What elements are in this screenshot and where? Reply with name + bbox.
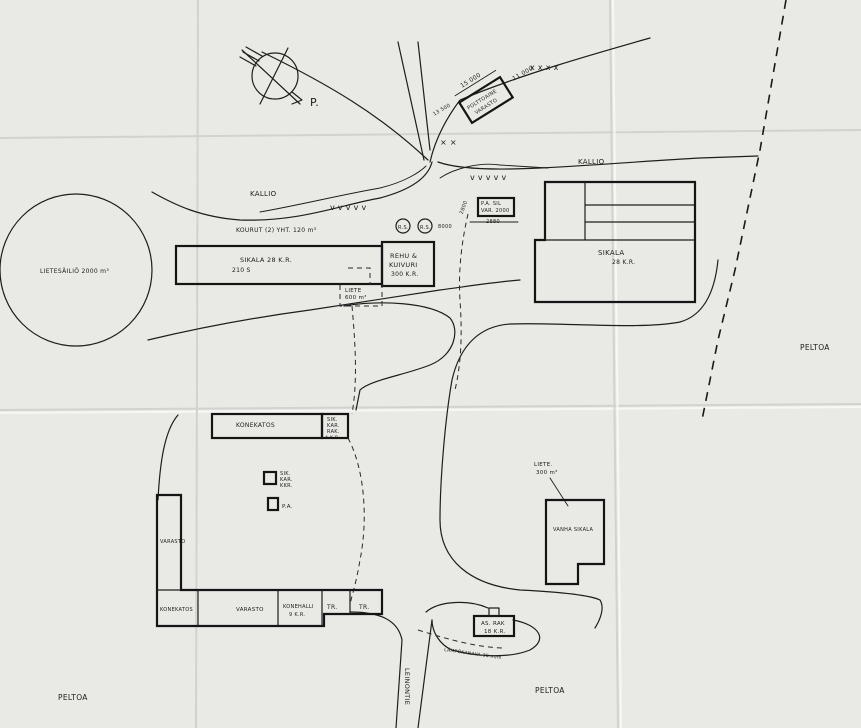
rehu-label-1: REHU & [390,252,417,260]
sik-kar-label-2: KAR. [327,423,340,429]
rock-marks-right: v v v v v [470,173,507,182]
rehu-label-2: KUIVURI [389,261,418,269]
kourut-label: KOURUT (2) YHT. 120 m³ [236,227,317,234]
lietesailio-label: LIETESÄILIÖ 2000 m³ [40,268,109,275]
rock-marks-left: v v v v v [330,203,367,212]
kallio-right-label: KALLIO [578,158,605,166]
liete-300-label-2: 300 m³ [536,469,558,476]
rs-label-2: R.S. [420,225,431,231]
konekatos-bottom-label: KONEKATOS [160,607,193,613]
l-shaped-building [155,493,384,628]
liete-600-label-1: LIETE [345,288,362,294]
rock-marks-top: x x x x [530,63,559,72]
rs-label-1: R.S. [398,225,409,231]
varasto-bottom-label: VARASTO [236,607,264,613]
as-rak-label-1: AS. RAK [481,621,505,627]
dim-13500: 13 500 [432,103,452,118]
lampokanava-label: LÄMPÖKANAVA 30 m/m [444,646,502,661]
sik-kar-rak-building [320,412,350,440]
sikala-left-building [174,244,384,286]
sikala-right-label: SIKALA [598,249,624,257]
polttoaine-varasto-group: POLTTOAINE VARASTO 15 000 [454,69,515,125]
as-rak-label-2: 18 K.R. [484,629,506,635]
liete-600-label-2: 600 m³ [345,294,367,301]
kallio-left-label: KALLIO [250,190,277,198]
rehu-kuivuri-building [380,240,436,288]
rs-silo-2 [417,218,433,234]
peltoa-right-label: PELTOA [800,343,830,352]
liete-300-leader [549,477,569,507]
sik-kar-label-1: SIK. [327,417,338,423]
sikala-left-label: SIKALA 28 K.R. [240,256,292,264]
rock-marks-mid: × × [440,138,457,147]
north-arrow-icon: P. [239,46,319,109]
sik-kar-kkr-label-3: KKR. [280,483,293,489]
konekatos-top-label: KONEKATOS [236,422,275,429]
liete-300-label-1: LIETE. [534,462,553,468]
liete-600-tank [339,285,383,307]
sik-kar-kkr-label-2: KAR. [280,477,293,483]
dim-8000: 8000 [438,224,452,230]
pa-box [266,496,280,512]
konehalli-label-2: 9 K.R. [289,612,305,618]
pa-sil-var-building [476,196,516,218]
polttoaine-varasto-building [457,75,515,125]
pa-sil-label-2: VAR. 2000 [481,208,509,214]
as-rak-annex [488,607,500,617]
rock-marks: v v v v v v v v v v x x x x × × [259,63,559,213]
vanha-sikala-building [544,498,606,586]
tr-label-2: TR. [358,604,369,611]
sik-kar-label-4: 4 K.R. [325,435,340,441]
leinontie-label: LEINONTIE [403,668,411,705]
sik-kar-kkr-label-1: SIK. [280,471,291,477]
lietesailio-tank [0,193,153,347]
peltoa-bottom-right-label: PELTOA [535,686,565,695]
sikala-left-sublabel: 210 S [232,267,251,274]
sik-kar-label-3: RAK. [327,429,340,435]
dim-2800: 2800 [459,200,469,215]
pa-label: P.A. [282,504,293,510]
dashed-tracks [347,213,506,649]
konehalli-label-1: KONEHALLI [283,604,314,610]
sik-kar-kkr-box [262,470,278,486]
peltoa-bottom-left-label: PELTOA [58,693,88,702]
rehu-label-3: 300 K.R. [391,271,418,278]
dashed-boundary-line [701,0,787,421]
rs-silo-1 [395,218,411,234]
varasto-left-label: VARASTO [160,539,185,545]
vanha-sikala-label: VANHA SIKALA [553,527,593,533]
north-letter: P. [310,96,319,109]
pa-sil-label-1: P.A. SIL [481,201,501,207]
tr-label-1: TR. [326,604,337,611]
sikala-right-sublabel: 28 K.R. [612,259,635,266]
road-lines [147,37,759,728]
